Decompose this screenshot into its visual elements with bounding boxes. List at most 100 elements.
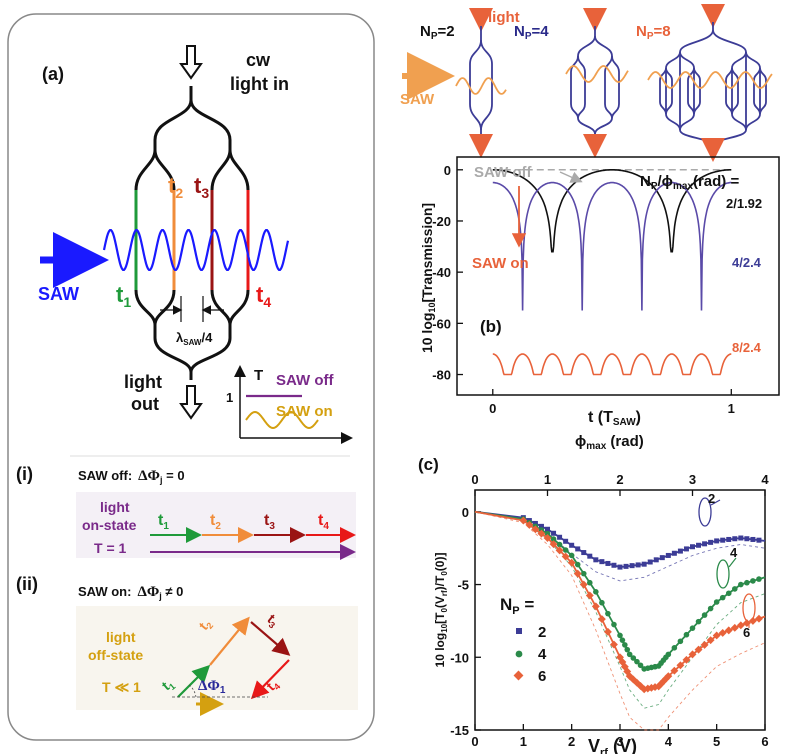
panel-i-phasor-arrows xyxy=(150,527,356,560)
panel-c-point-4 xyxy=(683,631,690,638)
panel-c-tag-2: 2 xyxy=(708,491,715,506)
panel-c-point-4 xyxy=(701,612,708,618)
panel-c-point-4 xyxy=(671,645,678,651)
panel-b-curve-label-4: 4/2.4 xyxy=(732,255,762,270)
panel-b-saw-off-arrow xyxy=(559,171,583,183)
panel-c-point-2 xyxy=(575,546,581,552)
panel-b-xlabel: t (TSAW) xyxy=(588,409,641,428)
panel-c-point-2 xyxy=(738,535,744,541)
panel-c-point-2 xyxy=(563,538,569,544)
panel-c-point-2 xyxy=(623,563,629,569)
inset-saw-on-label: SAW on xyxy=(276,403,333,420)
panel-c-point-4 xyxy=(731,586,738,592)
panel-c-toptick-label: 3 xyxy=(689,472,696,487)
panel-c-tag-4: 4 xyxy=(730,545,738,560)
panel-c-point-2 xyxy=(756,537,762,543)
panel-c-point-4 xyxy=(725,590,732,597)
panel-i-t2: t2 xyxy=(210,512,221,532)
panel-i-box xyxy=(76,492,356,558)
inset-saw-on-wave xyxy=(245,410,319,430)
panel-c-point-2 xyxy=(641,561,647,567)
t1-label: t1 xyxy=(116,282,131,310)
panel-c-point-2 xyxy=(551,530,557,536)
saw-label: SAW xyxy=(38,284,79,304)
panel-c-tag-ellipse-6 xyxy=(742,593,756,623)
panel-c-point-4 xyxy=(617,632,623,639)
panel-i-t3: t3 xyxy=(264,512,275,532)
panel-c-point-2 xyxy=(557,534,563,540)
panel-c-label: (c) xyxy=(418,455,439,474)
panel-c-top-axis-label: ϕmax (rad) xyxy=(575,433,644,452)
panel-b-curve-label-8: 8/2.4 xyxy=(732,340,762,355)
light-out-label2: out xyxy=(131,394,159,414)
panel-c-point-2 xyxy=(617,564,623,570)
panel-b-curves xyxy=(492,169,732,376)
panel-c-point-4 xyxy=(750,578,756,584)
panel-c-point-4 xyxy=(599,599,605,606)
panel-c-point-4 xyxy=(695,618,702,625)
panel-c-point-6 xyxy=(603,627,612,636)
panel-c-point-2 xyxy=(611,562,617,568)
saw-wave xyxy=(102,229,290,271)
panel-c-point-4 xyxy=(580,570,587,577)
panel-c-point-2 xyxy=(635,562,641,568)
panel-i-light: light xyxy=(100,499,130,515)
inset-axes xyxy=(234,365,353,444)
panel-c-point-6 xyxy=(676,661,685,670)
panel-c-xtick-label: 1 xyxy=(520,734,527,749)
panel-c-point-4 xyxy=(562,547,569,553)
saw-small-label: SAW xyxy=(400,91,435,108)
panel-c-toptick-label: 2 xyxy=(616,472,623,487)
panel-c-ytick-label: -5 xyxy=(457,578,469,593)
panel-c-point-2 xyxy=(605,560,611,566)
t2-label: t2 xyxy=(168,173,183,201)
panel-b-curve-np8 xyxy=(492,353,732,376)
panel-i-state: on-state xyxy=(82,517,137,533)
panel-c-point-6 xyxy=(591,602,600,611)
panel-c-xtick-label: 6 xyxy=(761,734,768,749)
panel-b-ytick-label: 0 xyxy=(444,163,451,178)
panel-c-point-4 xyxy=(756,576,762,582)
panel-c-point-6 xyxy=(531,525,540,534)
panel-c-toptick-label: 1 xyxy=(544,472,551,487)
panel-b-ytick-label: -20 xyxy=(432,214,451,229)
panel-c-tag-6: 6 xyxy=(743,625,750,640)
panel-c-fit-4 xyxy=(474,510,766,670)
panel-c-point-6 xyxy=(579,580,588,589)
light-in-arrow-icon xyxy=(179,45,203,80)
panel-c-xtick-label: 3 xyxy=(616,734,623,749)
panel-c-point-2 xyxy=(665,552,671,558)
panel-c-xtick-label: 4 xyxy=(665,734,673,749)
cw-label: cw xyxy=(246,50,271,70)
panel-c-point-6 xyxy=(585,591,594,600)
panel-c-point-6 xyxy=(730,623,739,632)
panel-c-point-2 xyxy=(653,557,659,563)
panel-i-label: (i) xyxy=(16,464,33,484)
inset-T-label: T xyxy=(254,367,263,384)
t3-label: t3 xyxy=(194,173,209,201)
mzi-np2 xyxy=(469,8,493,158)
panel-c-point-2 xyxy=(690,544,695,550)
light-out-label1: light xyxy=(124,372,162,392)
mzi-schematics: NP=2 light NP=4 NP=8 SAW xyxy=(400,4,773,162)
mzi-np4 xyxy=(570,8,620,158)
panel-c-ytick-label: -15 xyxy=(450,723,469,738)
panel-c-legend-label-2: 2 xyxy=(538,624,546,641)
panel-c-point-2 xyxy=(720,537,726,543)
panel-c-point-4 xyxy=(605,610,611,617)
panel-c-point-4 xyxy=(707,605,714,612)
panel-ii-dphi: ΔΦ1 xyxy=(198,678,226,696)
panel-c-point-4 xyxy=(593,589,599,595)
panel-c-point-4 xyxy=(630,655,637,661)
panel-b-curve-np2 xyxy=(492,169,732,253)
panel-c-point-2 xyxy=(671,550,677,556)
panel-i-t1: t1 xyxy=(158,512,169,532)
panel-c-point-2 xyxy=(750,536,756,542)
panel-c-point-4 xyxy=(665,651,672,658)
panel-c-point-2 xyxy=(696,542,702,548)
panel-c-theory-2 xyxy=(474,511,766,582)
panel-c-toptick-label: 4 xyxy=(761,472,769,487)
